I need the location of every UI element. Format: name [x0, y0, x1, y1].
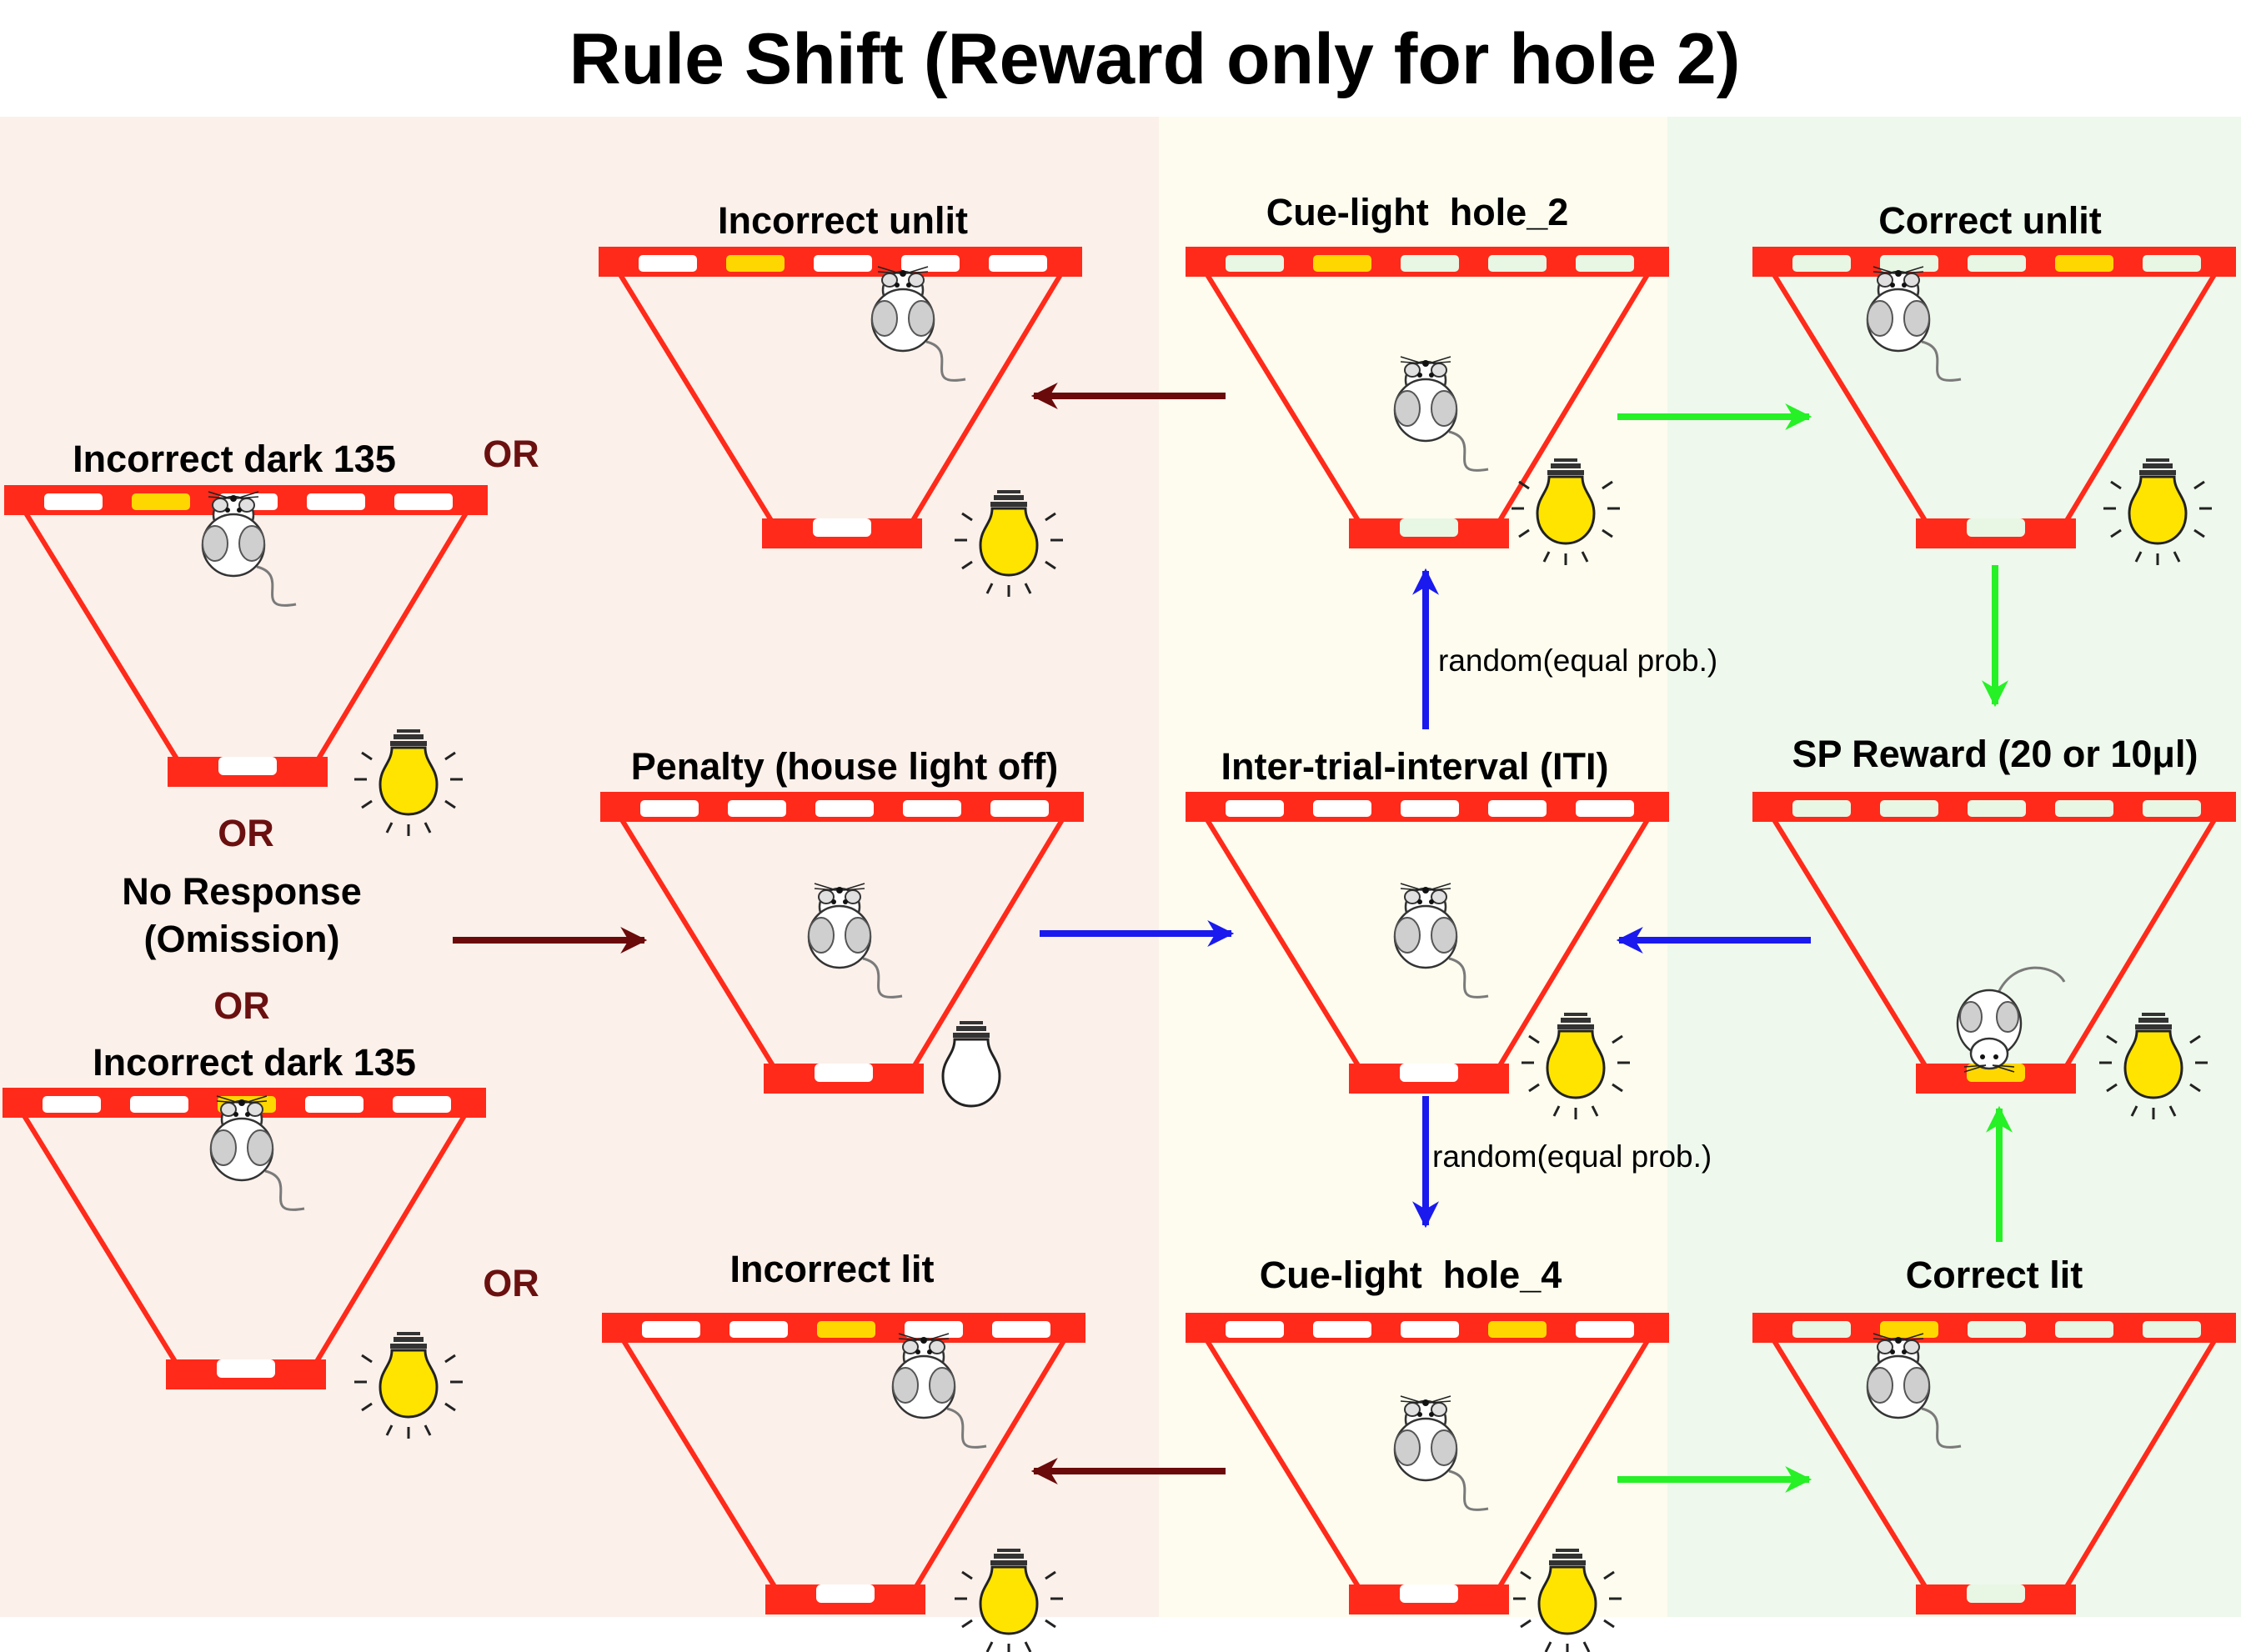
nose-poke-hole — [726, 255, 785, 272]
nose-poke-hole — [814, 255, 872, 272]
magazine-opening — [217, 1359, 275, 1378]
operant-chamber — [1752, 792, 2236, 1094]
nose-poke-hole — [1576, 800, 1634, 817]
nose-poke-hole — [132, 493, 190, 510]
label-or: OR — [483, 433, 539, 475]
operant-chamber — [1752, 247, 2236, 548]
label-incorrect-unlit: Incorrect unlit — [718, 199, 968, 242]
nose-poke-hole — [44, 493, 103, 510]
nose-poke-hole — [394, 493, 453, 510]
diagram-title: Rule Shift (Reward only for hole 2) — [569, 19, 1741, 99]
nose-poke-hole — [2143, 800, 2201, 817]
magazine-opening — [1967, 518, 2025, 537]
nose-poke-hole — [1792, 1321, 1851, 1338]
nose-poke-hole — [1792, 255, 1851, 272]
label-random: random(equal prob.) — [1432, 1139, 1712, 1174]
label-incorrect-lit: Incorrect lit — [729, 1248, 934, 1290]
label-correct-unlit: Correct unlit — [1878, 199, 2102, 242]
nose-poke-hole — [639, 255, 697, 272]
nose-poke-hole — [1792, 800, 1851, 817]
magazine-opening — [815, 1064, 873, 1082]
operant-chamber — [1752, 1313, 2236, 1614]
zone-incorrect — [0, 117, 1159, 1617]
nose-poke-hole — [1488, 1321, 1547, 1338]
magazine-opening — [1967, 1584, 2025, 1603]
label-random: random(equal prob.) — [1438, 643, 1717, 678]
chambers — [3, 247, 2236, 1614]
label-incorrect-dark-bottom: Incorrect dark 135 — [93, 1041, 416, 1084]
magazine-opening — [218, 757, 277, 775]
nose-poke-hole — [905, 1321, 963, 1338]
nose-poke-hole — [815, 800, 874, 817]
operant-chamber — [1186, 247, 1669, 548]
zone-correct — [1667, 117, 2241, 1617]
nose-poke-hole — [1313, 800, 1371, 817]
label-incorrect-dark-top: Incorrect dark 135 — [73, 438, 396, 480]
nose-poke-hole — [2055, 1321, 2113, 1338]
operant-chamber — [1186, 1313, 1669, 1614]
nose-poke-hole — [1488, 255, 1547, 272]
transition-arrows — [453, 383, 2013, 1493]
nose-poke-hole — [990, 800, 1049, 817]
label-or: OR — [213, 984, 270, 1027]
nose-poke-hole — [2055, 255, 2113, 272]
nose-poke-hole — [1488, 800, 1547, 817]
label-sp-reward: SP Reward (20 or 10μl) — [1792, 733, 2198, 775]
nose-poke-hole — [1968, 800, 2026, 817]
nose-poke-hole — [1401, 255, 1459, 272]
nose-poke-hole — [393, 1096, 451, 1113]
operant-chamber — [602, 1313, 1085, 1614]
nose-poke-hole — [43, 1096, 101, 1113]
label-iti: Inter-trial-interval (ITI) — [1221, 745, 1608, 788]
operant-chamber — [599, 247, 1082, 548]
nose-poke-hole — [728, 800, 786, 817]
nose-poke-hole — [901, 255, 960, 272]
nose-poke-hole — [2143, 255, 2201, 272]
nose-poke-hole — [903, 800, 961, 817]
nose-poke-hole — [305, 1096, 363, 1113]
nose-poke-hole — [1226, 800, 1284, 817]
label-penalty: Penalty (house light off) — [631, 745, 1059, 788]
nose-poke-hole — [1226, 255, 1284, 272]
label-correct-lit: Correct lit — [1906, 1254, 2083, 1296]
nose-poke-hole — [307, 493, 365, 510]
nose-poke-hole — [1313, 255, 1371, 272]
nose-poke-hole — [1880, 800, 1938, 817]
operant-chamber — [1186, 792, 1669, 1094]
nose-poke-hole — [1576, 1321, 1634, 1338]
magazine-opening — [1400, 518, 1458, 537]
magazine-opening — [816, 1584, 875, 1603]
operant-chamber — [3, 1088, 486, 1389]
nose-poke-hole — [1968, 255, 2026, 272]
label-cue-hole2: Cue-light hole_2 — [1266, 191, 1569, 233]
nose-poke-hole — [729, 1321, 788, 1338]
label-or: OR — [483, 1262, 539, 1304]
label-omission: (Omission) — [143, 918, 339, 960]
nose-poke-hole — [130, 1096, 188, 1113]
nose-poke-hole — [992, 1321, 1050, 1338]
magazine-opening — [1400, 1064, 1458, 1082]
label-cue-hole4: Cue-light hole_4 — [1260, 1254, 1562, 1296]
nose-poke-hole — [1313, 1321, 1371, 1338]
label-or: OR — [218, 812, 274, 854]
nose-poke-hole — [1576, 255, 1634, 272]
nose-poke-hole — [1401, 1321, 1459, 1338]
nose-poke-hole — [640, 800, 699, 817]
nose-poke-hole — [1968, 1321, 2026, 1338]
nose-poke-hole — [642, 1321, 700, 1338]
nose-poke-hole — [817, 1321, 875, 1338]
nose-poke-hole — [1401, 800, 1459, 817]
state-labels: Incorrect unlit Cue-light hole_2 Correct… — [73, 191, 2198, 1304]
nose-poke-hole — [1226, 1321, 1284, 1338]
nose-poke-hole — [1880, 1321, 1938, 1338]
magazine-opening — [1400, 1584, 1458, 1603]
nose-poke-hole — [1880, 255, 1938, 272]
nose-poke-hole — [2055, 800, 2113, 817]
magazine-opening — [813, 518, 871, 537]
operant-chamber — [600, 792, 1084, 1094]
nose-poke-hole — [989, 255, 1047, 272]
nose-poke-hole — [2143, 1321, 2201, 1338]
label-no-response: No Response — [122, 870, 362, 913]
